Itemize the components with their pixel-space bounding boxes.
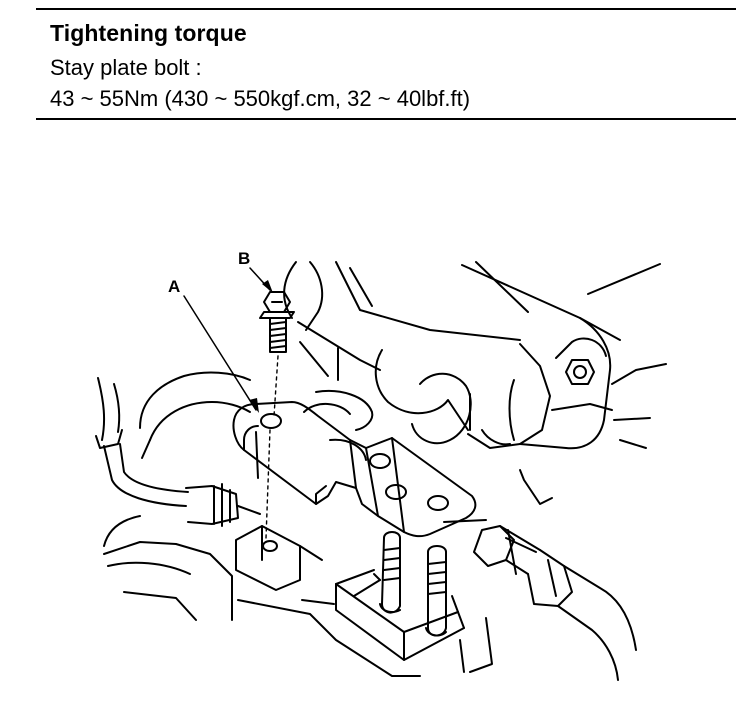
bolt-alignment-lines xyxy=(265,355,279,539)
stay-plate xyxy=(232,401,477,538)
mount-studs xyxy=(379,531,447,637)
mount-base xyxy=(237,569,493,677)
callout-b: B xyxy=(238,249,250,268)
housing-bolt-icon xyxy=(565,359,595,385)
bottom-rule xyxy=(36,118,736,120)
lower-bracket xyxy=(235,525,323,591)
torque-spec-box: Tightening torque Stay plate bolt : 43 ~… xyxy=(36,8,736,120)
callout-leaders xyxy=(183,267,271,411)
left-pipe xyxy=(95,377,261,527)
torque-item-label: Stay plate bolt : xyxy=(50,55,202,80)
torque-heading: Tightening torque xyxy=(50,20,247,46)
leader-arrowheads xyxy=(249,280,273,413)
callout-a: A xyxy=(168,277,180,296)
torque-values: 43 ~ 55Nm (430 ~ 550kgf.cm, 32 ~ 40lbf.f… xyxy=(50,86,471,111)
top-rule xyxy=(36,8,736,10)
engine-housing-outline xyxy=(283,261,667,505)
bolt-b-icon xyxy=(259,291,295,353)
right-pipe xyxy=(443,519,637,681)
left-housing xyxy=(103,371,374,621)
